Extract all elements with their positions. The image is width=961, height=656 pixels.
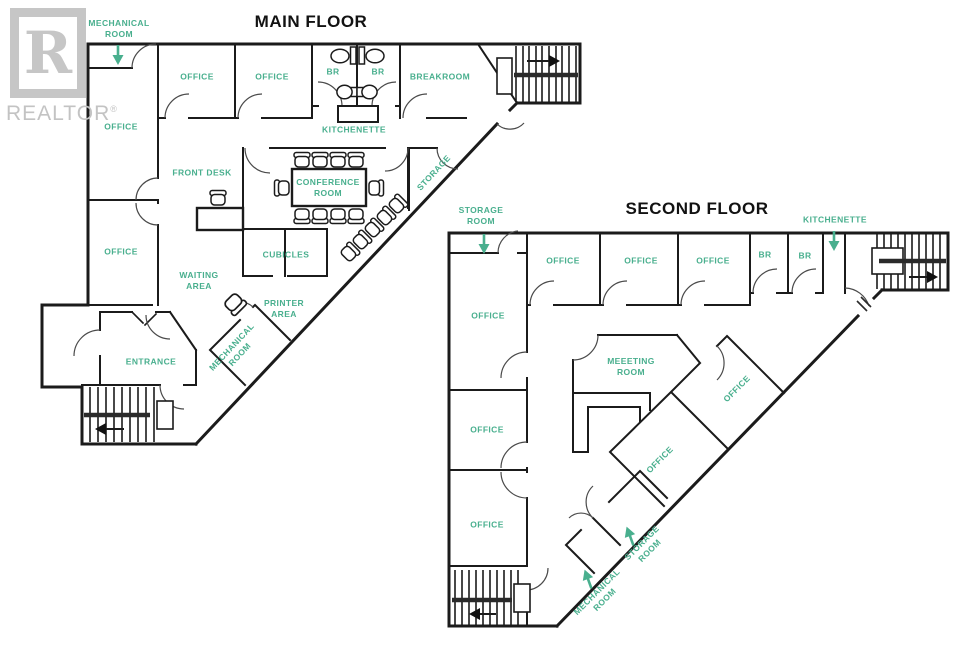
second-lower-staircase [452,570,531,625]
front-desk [195,189,245,232]
sink-icon [330,46,385,65]
main-floor-door-arcs [73,43,525,410]
main-floor-title: MAIN FLOOR [254,12,368,31]
main-upper-stairs-arrow [527,55,560,67]
main-floor-outer-walls [40,42,582,447]
main-lower-stairs-arrow [95,423,124,435]
bathroom-fixtures-main [330,46,385,100]
registered-trademark-icon: ® [110,104,118,114]
realtor-logo: R [10,8,86,98]
second-floor-door-arcs [497,230,872,591]
toilet-icon [336,84,358,100]
second-upper-stairs-arrow [909,271,938,283]
second-floor-outer-walls [447,231,950,629]
conference-table-set [273,151,385,225]
second-floor-plan [447,229,950,629]
conference-table [290,167,368,208]
main-lower-staircase [84,387,174,442]
second-floor-title: SECOND FLOOR [625,199,769,218]
kitchenette-counter [337,105,379,123]
realtor-logo-letter: R [23,19,73,87]
second-storage-room-arrow [477,232,491,256]
main-mechanical-room-arrow [111,43,125,67]
realtor-wordmark: REALTOR® [6,102,118,125]
second-upper-staircase [871,233,946,289]
main-floor-plan [40,42,582,447]
toilet-icon [356,84,378,100]
second-floor-inner-walls [448,232,846,627]
main-upper-staircase [496,46,578,102]
second-lower-stairs-arrow [469,608,496,620]
